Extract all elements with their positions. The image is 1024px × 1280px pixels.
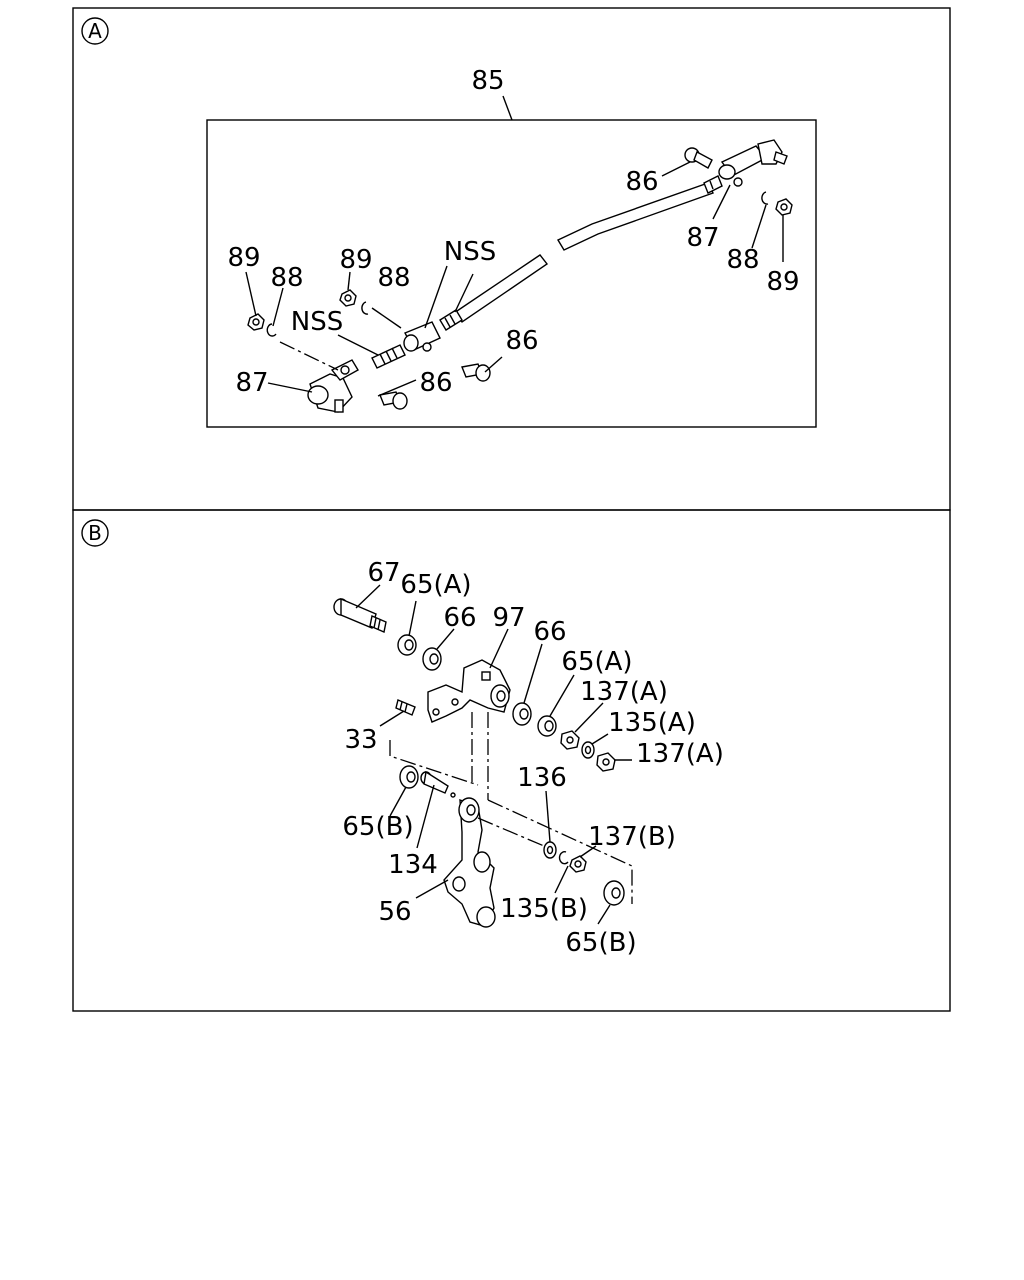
callout-65b-bottom: 65(B) xyxy=(565,928,636,958)
shift-rod xyxy=(439,175,723,331)
section-a-frame xyxy=(72,7,951,511)
clip-88-mid xyxy=(361,301,369,315)
washer-135a xyxy=(581,741,595,759)
bushing-66-right xyxy=(512,702,532,726)
pin-67 xyxy=(333,597,387,633)
callout-65a-right: 65(A) xyxy=(561,647,632,677)
nut-89-mid xyxy=(339,289,357,307)
section-b-marker: B xyxy=(81,519,109,547)
bushing-65b-left xyxy=(399,765,419,789)
nut-137a-top xyxy=(560,730,580,750)
nut-89-right xyxy=(775,198,793,216)
section-a-marker: A xyxy=(81,17,109,45)
callout-66-right: 66 xyxy=(533,617,566,647)
ball-joint-87-right xyxy=(718,139,788,187)
stud-33 xyxy=(395,699,416,716)
bushing-66-left xyxy=(422,647,442,671)
callout-137a-bottom: 137(A) xyxy=(636,739,724,769)
bushing-65a-right xyxy=(537,715,557,737)
callout-67: 67 xyxy=(367,558,400,588)
bolt-86-right xyxy=(684,147,713,169)
bracket-97 xyxy=(427,659,511,723)
clip-88-left xyxy=(266,323,277,337)
callout-137a-top: 137(A) xyxy=(580,677,668,707)
clip-135b xyxy=(558,851,569,865)
pin-134 xyxy=(420,770,456,798)
callout-88-right: 88 xyxy=(726,245,759,275)
svg-text:A: A xyxy=(88,19,102,43)
nut-89-left xyxy=(247,313,265,331)
callout-86-mid: 86 xyxy=(505,326,538,356)
bushing-65a-top xyxy=(397,634,417,656)
callout-135b: 135(B) xyxy=(500,894,588,924)
callout-134: 134 xyxy=(388,850,438,880)
callout-136: 136 xyxy=(517,763,567,793)
section-a: A 85 xyxy=(72,7,951,511)
callout-89-right: 89 xyxy=(766,267,799,297)
callout-87-right: 87 xyxy=(686,223,719,253)
callout-87-left: 87 xyxy=(235,368,268,398)
callout-85: 85 xyxy=(471,66,504,96)
callout-66-left: 66 xyxy=(443,603,476,633)
bushing-65b-bottom xyxy=(603,880,625,906)
callout-65a-top: 65(A) xyxy=(400,570,471,600)
callout-137b: 137(B) xyxy=(588,822,676,852)
nut-137a-bottom xyxy=(596,752,616,772)
callout-33: 33 xyxy=(344,725,377,755)
rod-end-connector xyxy=(371,321,441,369)
callout-86-low: 86 xyxy=(419,368,452,398)
callout-nss-lower: NSS xyxy=(291,307,343,337)
callout-65b-left: 65(B) xyxy=(342,812,413,842)
svg-text:B: B xyxy=(88,521,102,545)
lever-56 xyxy=(443,797,496,928)
callout-88-left: 88 xyxy=(270,263,303,293)
nut-137b xyxy=(569,855,587,873)
callout-135a: 135(A) xyxy=(608,708,696,738)
bolt-86-low xyxy=(379,391,408,410)
section-b-frame xyxy=(72,509,951,1012)
callout-88-mid: 88 xyxy=(377,263,410,293)
bolt-86-mid xyxy=(461,363,491,382)
section-b: B xyxy=(72,509,951,1012)
callout-86-right: 86 xyxy=(625,167,658,197)
callout-nss-upper: NSS xyxy=(444,237,496,267)
ball-joint-87-left xyxy=(307,359,359,413)
callout-89-left: 89 xyxy=(227,243,260,273)
washer-136 xyxy=(543,841,557,859)
callout-89-mid: 89 xyxy=(339,245,372,275)
callout-56: 56 xyxy=(378,897,411,927)
callout-97: 97 xyxy=(492,603,525,633)
clip-88-right xyxy=(761,191,769,205)
